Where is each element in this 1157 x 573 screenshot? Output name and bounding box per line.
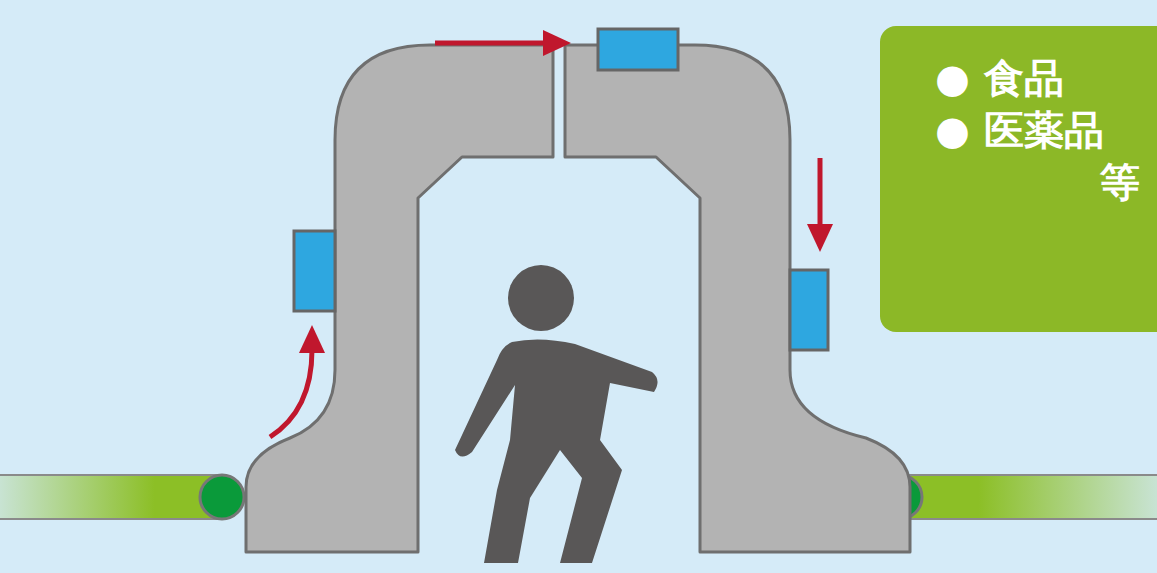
package [598,29,678,70]
belt-edge [900,518,1157,520]
arrow-shaft [818,158,823,228]
conveyor-right [878,475,1157,519]
person [455,265,658,563]
package [294,231,335,311]
arrowhead [807,224,833,252]
category-text: ● 医薬品 [935,104,1140,156]
category-box: ● 食品● 医薬品等 [880,26,1157,332]
package [790,270,828,350]
arrow-shaft [270,350,312,437]
belt-edge [900,474,1157,476]
person-body [455,339,658,563]
belt-edge [0,518,222,520]
category-text: ● 食品 [935,52,1140,104]
conveyor-left [0,475,244,519]
belt [0,475,223,519]
person-head [508,265,574,331]
belt-edge [0,474,222,476]
arrow-shaft [435,41,548,46]
arrowhead [543,30,571,56]
roller [200,475,244,519]
category-text: 等 [935,156,1140,208]
arrowhead [299,325,325,353]
belt [900,475,1157,519]
